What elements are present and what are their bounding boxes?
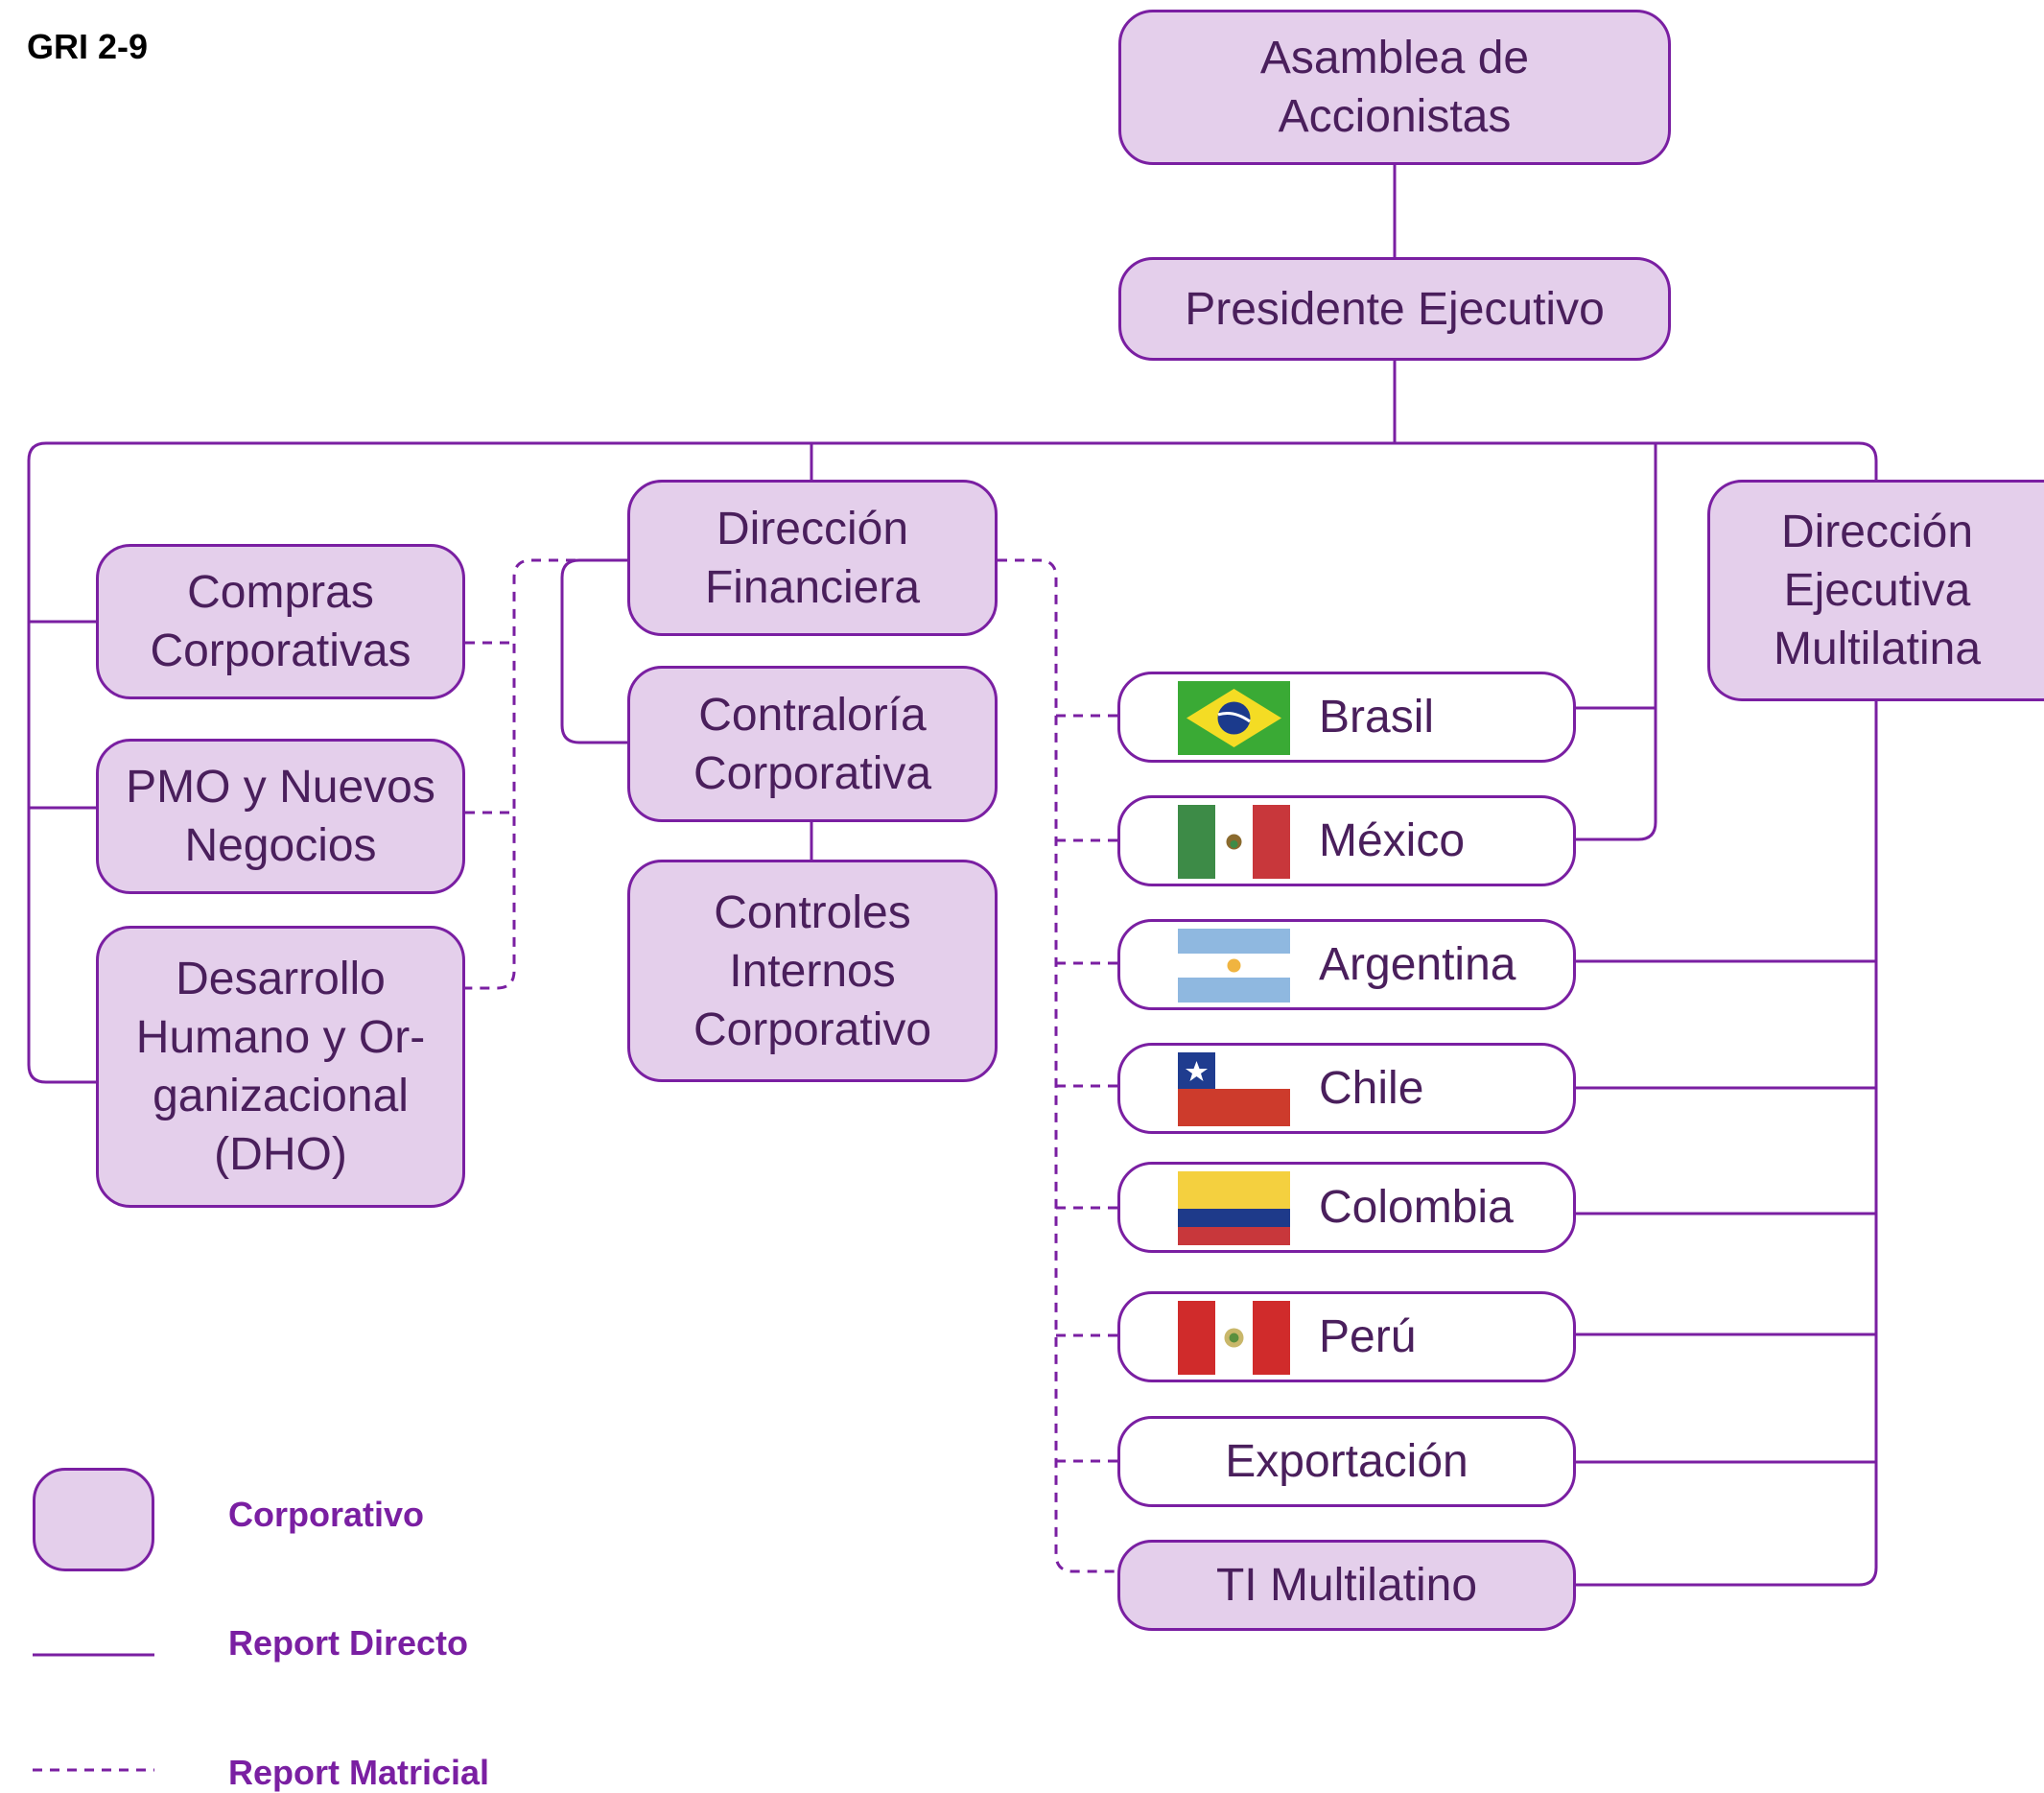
box-label: Controles Internos Corporativo — [693, 886, 932, 1055]
country-colombia: Colombia — [1117, 1162, 1576, 1253]
box-label: Compras Corporativas — [150, 567, 411, 676]
country-label: Perú — [1319, 1311, 1417, 1362]
box-controles-internos: Controles Internos Corporativo — [627, 860, 998, 1082]
colombia-flag-icon — [1178, 1171, 1290, 1245]
country-label: Brasil — [1319, 692, 1435, 743]
box-direccion-financiera: Dirección Financiera — [627, 480, 998, 636]
box-label: Dirección Ejecutiva Multilatina — [1773, 507, 1982, 674]
country-chile: Chile — [1117, 1043, 1576, 1134]
box-label: Contraloría Corporativa — [693, 689, 932, 799]
box-label: Asamblea de Accionistas — [1259, 33, 1530, 142]
box-label: Dirección Financiera — [704, 503, 921, 613]
legend-corporativo-swatch — [33, 1468, 154, 1571]
box-contraloria-corporativa: Contraloría Corporativa — [627, 666, 998, 822]
country-label: TI Multilatino — [1215, 1560, 1478, 1611]
country-label: México — [1319, 815, 1466, 866]
box-direccion-ejecutiva-multilatina: Dirección Ejecutiva Multilatina — [1707, 480, 2044, 701]
country-exportacion: Exportación — [1117, 1416, 1576, 1507]
box-label: PMO y Nuevos Negocios — [126, 762, 435, 871]
box-desarrollo-humano: Desarrollo Humano y Or- ganizacional (DH… — [96, 926, 465, 1208]
chile-flag-icon — [1178, 1052, 1290, 1126]
country-label: Exportación — [1225, 1436, 1468, 1487]
box-label: Presidente Ejecutivo — [1185, 283, 1605, 335]
peru-flag-icon — [1178, 1301, 1290, 1375]
brazil-flag-icon — [1178, 681, 1290, 755]
legend-matricial-label: Report Matricial — [228, 1753, 490, 1792]
box-compras-corporativas: Compras Corporativas — [96, 544, 465, 699]
country-peru: Perú — [1117, 1291, 1576, 1382]
legend-directo-label: Report Directo — [228, 1623, 469, 1663]
country-label: Colombia — [1319, 1182, 1514, 1233]
country-mexico: México — [1117, 795, 1576, 886]
legend-corporativo-label: Corporativo — [228, 1495, 425, 1534]
gri-label: GRI 2-9 — [27, 27, 149, 66]
box-presidente-ejecutivo: Presidente Ejecutivo — [1118, 257, 1671, 361]
country-label: Argentina — [1319, 939, 1516, 990]
country-argentina: Argentina — [1117, 919, 1576, 1010]
country-label: Chile — [1319, 1063, 1424, 1114]
argentina-flag-icon — [1178, 929, 1290, 1003]
box-pmo-nuevos-negocios: PMO y Nuevos Negocios — [96, 739, 465, 894]
box-label: Desarrollo Humano y Or- ganizacional (DH… — [135, 954, 426, 1180]
box-asamblea-accionistas: Asamblea de Accionistas — [1118, 10, 1671, 165]
mexico-flag-icon — [1178, 805, 1290, 879]
country-brasil: Brasil — [1117, 672, 1576, 763]
box-ti-multilatino: TI Multilatino — [1117, 1540, 1576, 1631]
